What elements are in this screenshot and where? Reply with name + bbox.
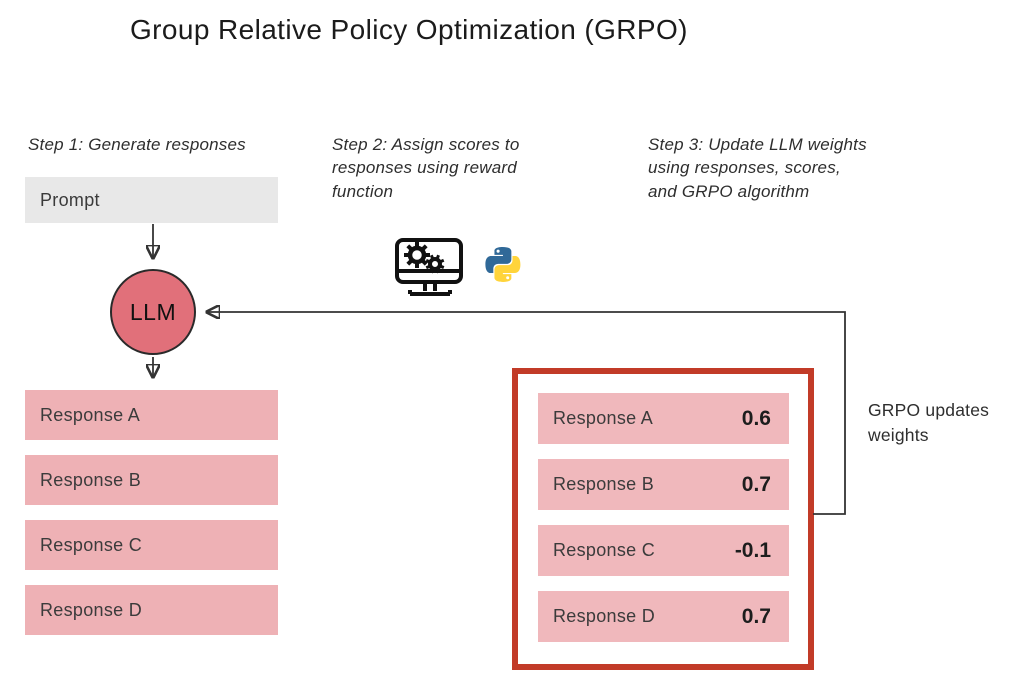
- step3-line: using responses, scores,: [648, 158, 841, 178]
- step1-label: Step 1: Generate responses: [28, 133, 246, 156]
- step3-line: and GRPO algorithm: [648, 181, 810, 201]
- response-box-a: Response A: [25, 390, 278, 440]
- grpo-updates-line: GRPO updates: [868, 400, 990, 420]
- monitor-gears-icon: [395, 238, 463, 296]
- response-label: Response D: [40, 599, 143, 620]
- step1-line: Step 1: Generate responses: [28, 135, 246, 154]
- score-value: 0.7: [741, 604, 771, 628]
- llm-label: LLM: [129, 298, 177, 325]
- llm-node: LLM: [110, 269, 196, 355]
- scored-row-b: Response B 0.7: [538, 459, 789, 510]
- scored-row-c: Response C -0.1: [538, 525, 789, 576]
- scored-row-d: Response D 0.7: [538, 591, 789, 642]
- response-box-c: Response C: [25, 520, 278, 570]
- step2-line: responses using reward: [332, 158, 517, 178]
- score-value: 0.6: [741, 406, 771, 430]
- scored-row-a: Response A 0.6: [538, 393, 789, 444]
- response-label: Response C: [40, 534, 143, 555]
- score-value: -0.1: [734, 538, 771, 562]
- scored-responses-panel: Response A 0.6 Response B 0.7 Response C…: [512, 368, 814, 670]
- response-box-b: Response B: [25, 455, 278, 505]
- scored-response-label: Response D: [553, 606, 656, 626]
- response-label: Response B: [40, 469, 142, 490]
- step2-line: Step 2: Assign scores to: [332, 135, 520, 154]
- gear-icon: [404, 242, 430, 268]
- step3-line: Step 3: Update LLM weights: [648, 135, 867, 154]
- prompt-box: Prompt: [25, 177, 278, 223]
- step2-line: function: [332, 181, 394, 201]
- response-label: Response A: [40, 404, 141, 425]
- step2-label: Step 2: Assign scores to responses using…: [332, 133, 519, 203]
- grpo-updates-annotation: GRPO updates weights: [868, 398, 989, 447]
- python-logo-icon: [485, 246, 521, 282]
- page-title: Group Relative Policy Optimization (GRPO…: [130, 14, 688, 45]
- score-value: 0.7: [741, 472, 771, 496]
- prompt-label: Prompt: [40, 189, 100, 210]
- scored-response-label: Response A: [553, 408, 654, 428]
- scored-response-label: Response B: [553, 474, 655, 494]
- response-box-d: Response D: [25, 585, 278, 635]
- step3-label: Step 3: Update LLM weights using respons…: [648, 133, 867, 203]
- scored-response-label: Response C: [553, 540, 656, 560]
- grpo-updates-line: weights: [868, 424, 929, 445]
- gear-icon: [425, 254, 445, 274]
